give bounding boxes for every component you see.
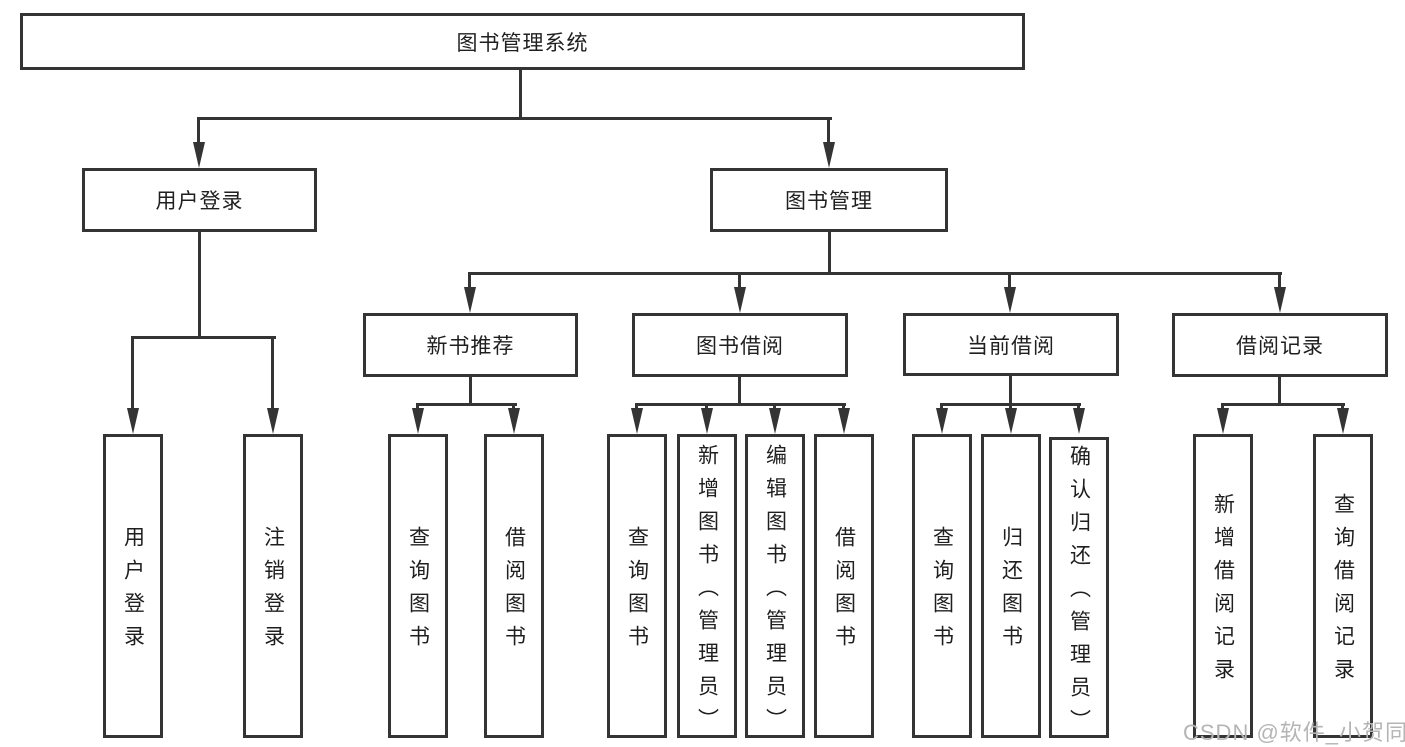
arrow-to-new-books xyxy=(464,272,476,313)
connector-level3-rail xyxy=(468,272,1282,275)
arrow-currentborrow-return xyxy=(1005,403,1017,434)
connector-newbooks-stem xyxy=(469,377,472,406)
leaf-bookborrow-borrow: 借阅图书 xyxy=(814,434,874,738)
leaf-bookborrow-borrow-label: 借阅图书 xyxy=(832,526,856,658)
node-current-borrow-label: 当前借阅 xyxy=(967,334,1055,358)
arrow-to-book-borrow xyxy=(734,272,746,313)
arrow-to-leaf-logout xyxy=(267,336,279,434)
connector-currentborrow-stem xyxy=(1009,375,1012,406)
connector-level2-rail xyxy=(198,117,832,120)
connector-bookborrow-stem xyxy=(738,377,741,406)
arrow-newbooks-borrow xyxy=(508,403,520,434)
leaf-records-add-label: 新增借阅记录 xyxy=(1211,493,1235,691)
arrow-to-book-mgmt xyxy=(823,117,835,168)
arrow-bookborrow-edit xyxy=(769,403,781,434)
arrow-to-borrow-records xyxy=(1274,272,1286,313)
node-current-borrow: 当前借阅 xyxy=(903,313,1119,376)
leaf-currentborrow-return: 归还图书 xyxy=(981,434,1041,738)
leaf-currentborrow-confirm-admin-label: 确认归还（管理员） xyxy=(1067,445,1091,742)
leaf-bookborrow-add-admin: 新增图书（管理员） xyxy=(677,434,737,741)
arrow-bookborrow-query xyxy=(631,403,643,434)
leaf-records-query: 查询借阅记录 xyxy=(1313,434,1373,738)
leaf-currentborrow-confirm-admin: 确认归还（管理员） xyxy=(1049,437,1109,742)
node-book-management-label: 图书管理 xyxy=(785,190,873,213)
connector-userlogin-stem xyxy=(198,232,201,338)
csdn-watermark: CSDN @软件_小贺同学 xyxy=(1183,720,1405,745)
node-borrow-records-label: 借阅记录 xyxy=(1236,335,1324,358)
connector-root-stem xyxy=(519,70,522,120)
arrow-currentborrow-query xyxy=(936,403,948,434)
leaf-bookborrow-edit-admin: 编辑图书（管理员） xyxy=(745,434,805,741)
leaf-logout: 注销登录 xyxy=(243,434,303,738)
leaf-bookborrow-edit-admin-label: 编辑图书（管理员） xyxy=(763,443,787,741)
leaf-newbooks-query-label: 查询图书 xyxy=(406,526,430,658)
leaf-user-login-label: 用户登录 xyxy=(121,526,145,658)
arrow-records-add xyxy=(1217,403,1229,434)
leaf-newbooks-query: 查询图书 xyxy=(388,434,448,738)
leaf-records-query-label: 查询借阅记录 xyxy=(1331,493,1355,691)
leaf-currentborrow-query: 查询图书 xyxy=(912,434,972,738)
node-user-login-label: 用户登录 xyxy=(155,190,244,213)
connector-bookmgmt-stem xyxy=(828,232,831,275)
arrow-records-query xyxy=(1337,403,1349,434)
leaf-currentborrow-return-label: 归还图书 xyxy=(999,526,1023,658)
arrow-bookborrow-add xyxy=(701,403,713,434)
connector-records-stem xyxy=(1278,377,1281,406)
leaf-newbooks-borrow: 借阅图书 xyxy=(484,434,544,738)
node-book-management: 图书管理 xyxy=(710,168,948,232)
leaf-user-login: 用户登录 xyxy=(103,434,163,738)
connector-newbooks-rail xyxy=(416,403,517,406)
leaf-bookborrow-query-label: 查询图书 xyxy=(625,526,649,658)
node-borrow-records: 借阅记录 xyxy=(1172,313,1388,377)
node-new-book-recommend: 新书推荐 xyxy=(363,313,578,377)
arrow-to-current-borrow xyxy=(1004,272,1016,313)
connector-userlogin-rail xyxy=(132,336,276,339)
leaf-records-add: 新增借阅记录 xyxy=(1193,434,1253,738)
node-new-book-recommend-label: 新书推荐 xyxy=(426,335,515,358)
connector-bookborrow-rail xyxy=(635,403,846,406)
arrow-to-user-login xyxy=(193,117,205,168)
arrow-currentborrow-confirm xyxy=(1073,403,1085,434)
leaf-newbooks-borrow-label: 借阅图书 xyxy=(502,526,526,658)
node-book-borrow-label: 图书借阅 xyxy=(696,335,784,358)
leaf-bookborrow-add-admin-label: 新增图书（管理员） xyxy=(695,443,719,741)
arrow-newbooks-query xyxy=(412,403,424,434)
leaf-logout-label: 注销登录 xyxy=(261,526,285,658)
node-library-system-label: 图书管理系统 xyxy=(456,31,589,55)
connector-records-rail xyxy=(1221,403,1345,406)
leaf-currentborrow-query-label: 查询图书 xyxy=(930,526,954,658)
leaf-bookborrow-query: 查询图书 xyxy=(607,434,667,738)
node-user-login: 用户登录 xyxy=(82,168,317,232)
node-book-borrow: 图书借阅 xyxy=(632,313,848,377)
arrow-bookborrow-borrow xyxy=(838,403,850,434)
node-library-system: 图书管理系统 xyxy=(20,13,1025,70)
arrow-to-leaf-user-login xyxy=(127,336,139,434)
